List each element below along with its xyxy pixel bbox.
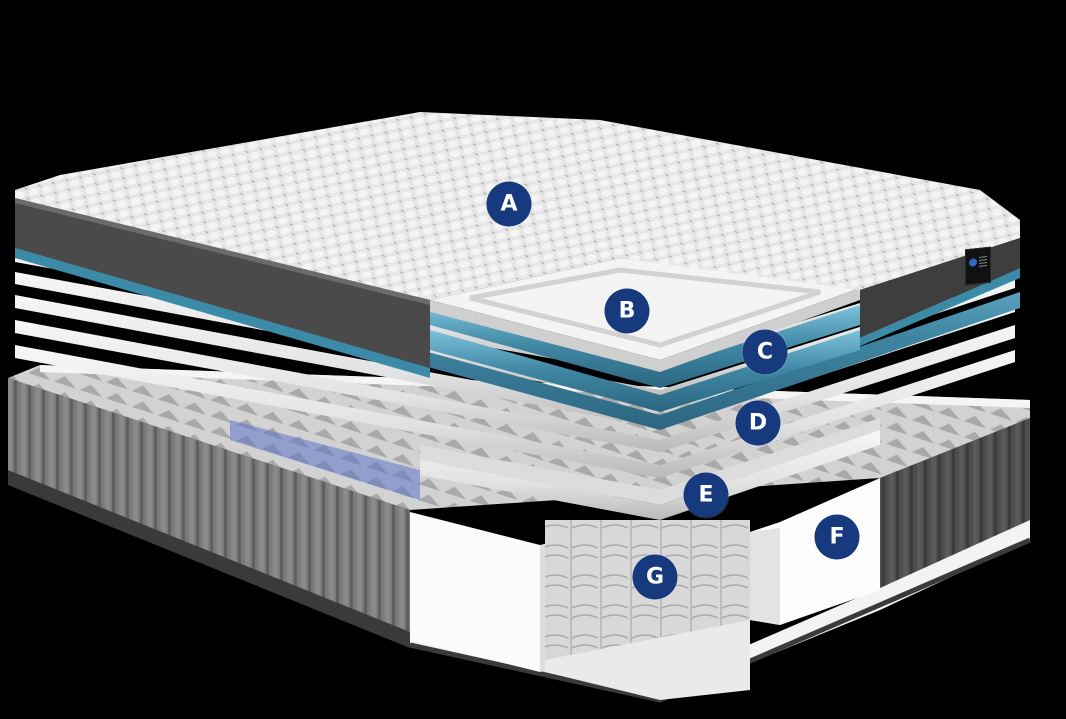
- brand-text-lines: [979, 256, 987, 269]
- layer-badge-d[interactable]: D: [735, 400, 781, 446]
- layer-badge-a[interactable]: A: [486, 181, 532, 227]
- brand-label-tag: [965, 246, 991, 286]
- layer-badge-c[interactable]: C: [742, 329, 788, 375]
- layer-badge-b[interactable]: B: [604, 288, 650, 334]
- layer-badge-g[interactable]: G: [632, 554, 678, 600]
- brand-logo-icon: [969, 258, 977, 267]
- layer-badge-f[interactable]: F: [814, 514, 860, 560]
- layer-badge-e[interactable]: E: [683, 472, 729, 518]
